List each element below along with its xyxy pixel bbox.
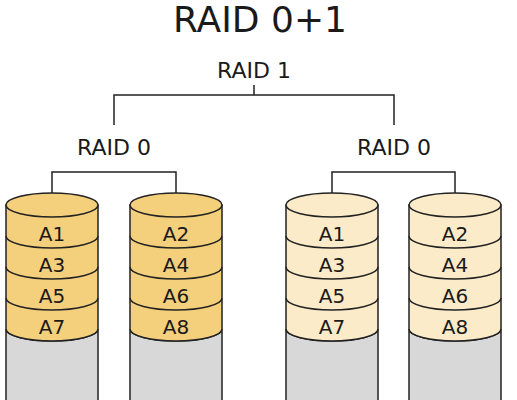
disk-cylinder: A1A3A5A7 (285, 190, 379, 400)
cylinder-top (409, 193, 501, 217)
data-region (286, 205, 378, 341)
raid-level-label: RAID 0 (74, 136, 154, 160)
data-region (130, 205, 222, 341)
block-label: A3 (39, 255, 65, 275)
block-label: A4 (163, 255, 189, 275)
block-label: A3 (319, 255, 345, 275)
raid-level-label: RAID 0 (354, 136, 434, 160)
block-label: A4 (442, 255, 468, 275)
block-label: A1 (39, 224, 65, 244)
block-label: A1 (319, 224, 345, 244)
block-label: A5 (319, 286, 345, 306)
data-region (6, 205, 98, 341)
block-label: A2 (163, 224, 189, 244)
disk-cylinder: A2A4A6A8 (408, 190, 502, 400)
data-region (409, 205, 501, 341)
block-label: A7 (39, 317, 65, 337)
block-label: A5 (39, 286, 65, 306)
raid-level-label: RAID 1 (214, 59, 294, 83)
cylinder-top (6, 193, 98, 217)
block-label: A8 (442, 317, 468, 337)
block-label: A7 (319, 317, 345, 337)
cylinder-top (286, 193, 378, 217)
block-label: A6 (442, 286, 468, 306)
block-label: A6 (163, 286, 189, 306)
diagram-title: RAID 0+1 (173, 2, 347, 38)
cylinder-top (130, 193, 222, 217)
block-label: A2 (442, 224, 468, 244)
raid1-bracket (114, 85, 394, 125)
block-label: A8 (163, 317, 189, 337)
disk-cylinder: A2A4A6A8 (129, 190, 223, 400)
disk-cylinder: A1A3A5A7 (5, 190, 99, 400)
